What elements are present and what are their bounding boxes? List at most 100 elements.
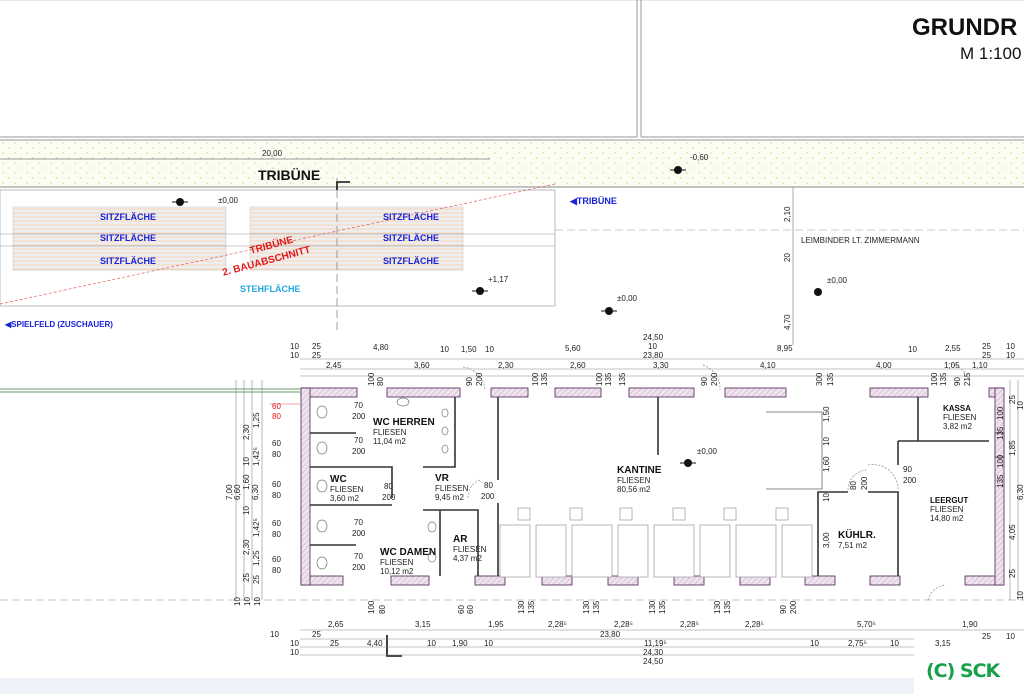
- dim-text: 3,15: [935, 639, 951, 648]
- dim-text: 4,10: [760, 361, 776, 370]
- dim-text: 135: [658, 600, 667, 614]
- dim-text: 60: [457, 605, 466, 614]
- copyright-logo: (C) SCK: [926, 660, 1000, 682]
- room-name: WC DAMEN: [380, 547, 436, 558]
- dim-text: 200: [352, 563, 366, 572]
- dim-text: 10: [890, 639, 899, 648]
- dim-text: 25: [312, 342, 321, 351]
- level-seats: ±0,00: [218, 196, 239, 205]
- room-area: 10,12 m2: [380, 567, 414, 576]
- arrow-left-icon: ◀: [569, 196, 578, 206]
- dim-text: 10: [1006, 632, 1015, 641]
- dim-text: 200: [903, 476, 917, 485]
- room-finish: FLIESEN: [453, 545, 487, 554]
- dim-text: 200: [475, 372, 484, 386]
- room-finish: FLIESEN: [330, 485, 364, 494]
- dim-text: 70: [354, 401, 363, 410]
- dim-text: 70: [354, 436, 363, 445]
- dim-text: 80: [378, 605, 387, 614]
- dim-text: 60: [272, 480, 281, 489]
- dim-text: 24,50: [643, 333, 664, 342]
- dim-text: 25: [242, 573, 251, 582]
- dim-text: 1,85: [1008, 440, 1017, 456]
- dim-text: 5,60: [565, 344, 581, 353]
- dim-text: 90: [903, 465, 912, 474]
- door-swings: [462, 362, 971, 601]
- dim-text: 1,25: [252, 412, 261, 428]
- dim-text: 1,10: [972, 361, 988, 370]
- dim-text: 10: [1016, 591, 1024, 600]
- dim-text: 135: [540, 372, 549, 386]
- dim-text: 2,65: [328, 620, 344, 629]
- dim-text: 3,15: [415, 620, 431, 629]
- dim-text: 25: [982, 342, 991, 351]
- dim-text: 135: [996, 474, 1005, 488]
- dim-text: 135: [592, 600, 601, 614]
- dim-text: 2,28⁵: [548, 620, 567, 629]
- tribune-title: TRIBÜNE: [258, 167, 320, 183]
- top-border: [0, 0, 1024, 1]
- dim-text: 10: [290, 351, 299, 360]
- dim-text: 25: [252, 575, 261, 584]
- dim-text: 80: [849, 481, 858, 490]
- room-name: WC: [330, 474, 347, 485]
- dim-text: 1,42⁵: [252, 518, 261, 537]
- dim-text: 130: [582, 600, 591, 614]
- dim-text: 5,70⁵: [857, 620, 876, 629]
- dim-text: 90: [953, 377, 962, 386]
- room-finish: FLIESEN: [380, 558, 414, 567]
- seating-block-left: [12, 206, 227, 271]
- dim-text: 1,60: [242, 474, 251, 490]
- room-name: KANTINE: [617, 465, 662, 476]
- dim-text: 135: [618, 372, 627, 386]
- dim-text: 10: [908, 345, 917, 354]
- beam-label: LEIMBINDER LT. ZIMMERMANN: [801, 236, 920, 245]
- dim-text: 2,30: [498, 361, 514, 370]
- exterior-walls: [300, 387, 1005, 586]
- dim-text: 10: [1016, 401, 1024, 410]
- dim-text: 200: [382, 493, 396, 502]
- dim-text: 80: [272, 566, 281, 575]
- dim-text: 80: [272, 412, 281, 421]
- arrow-tribune-label[interactable]: ◀TRIBÜNE: [569, 196, 617, 206]
- dim-text: 90: [779, 605, 788, 614]
- dim-text: 1,60: [822, 456, 831, 472]
- dim-text: 200: [481, 492, 495, 501]
- seat-label: SITZFLÄCHE: [383, 233, 439, 243]
- dim-text: 4,05: [1008, 524, 1017, 540]
- dim-text: 60: [272, 555, 281, 564]
- dim-text: 135: [939, 372, 948, 386]
- dim-text: 7,00: [225, 484, 234, 500]
- dim-vertical-b: 20: [783, 253, 792, 262]
- dim-text: 10: [484, 639, 493, 648]
- dim-text: 200: [710, 372, 719, 386]
- dim-text: 70: [354, 552, 363, 561]
- dim-text: 10: [290, 639, 299, 648]
- room-finish: FLIESEN: [373, 428, 407, 437]
- dim-text: 24,50: [643, 657, 664, 666]
- dim-text: 2,28⁵: [614, 620, 633, 629]
- level-marker-icon: [172, 198, 188, 206]
- dim-tribune-width: 20,00: [262, 149, 283, 158]
- arrow-spielfeld-label[interactable]: ◀SPIELFELD (ZUSCHAUER): [4, 320, 113, 329]
- room-area: 80,56 m2: [617, 485, 651, 494]
- dim-text: 24,30: [643, 648, 664, 657]
- furniture-tables: [499, 507, 813, 578]
- dim-text: 130: [713, 600, 722, 614]
- dim-text: 80: [384, 482, 393, 491]
- dim-text: 10: [233, 597, 242, 606]
- dimension-lines: [0, 358, 1024, 656]
- dim-text: 200: [352, 447, 366, 456]
- dim-text: 10: [648, 342, 657, 351]
- dim-text: 6,30: [1016, 484, 1024, 500]
- dim-text: 3,30: [653, 361, 669, 370]
- room-area: 14,80 m2: [930, 514, 964, 523]
- room-area: 11,04 m2: [373, 437, 406, 446]
- scale-label: M 1:100: [960, 44, 1022, 63]
- dim-text: 60: [466, 605, 475, 614]
- dim-text: 80: [272, 530, 281, 539]
- dim-text: 25: [1008, 569, 1017, 578]
- arrow-spielfeld-text: SPIELFELD (ZUSCHAUER): [11, 320, 113, 329]
- dim-text: 10: [242, 457, 251, 466]
- room-finish: FLIESEN: [943, 413, 977, 422]
